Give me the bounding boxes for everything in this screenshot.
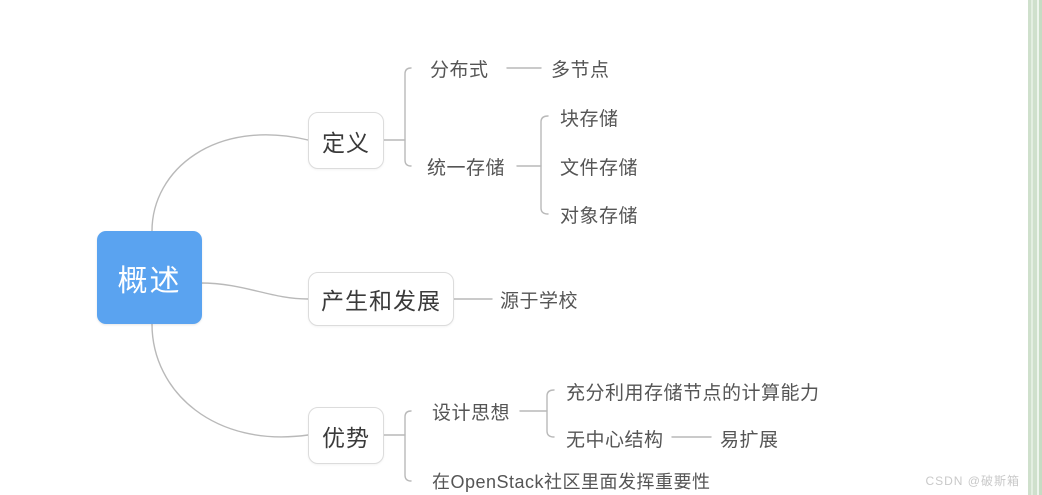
branch-node-origin-development[interactable]: 产生和发展 [308,272,454,326]
leaf-node-easy-scaling-label: 易扩展 [720,429,779,451]
bracket-sheji [546,389,555,438]
leaf-node-multi-node-label: 多节点 [551,59,610,81]
leaf-node-unified-storage[interactable]: 统一存储 [427,152,537,180]
leaf-node-decentralized-structure[interactable]: 无中心结构 [566,424,686,452]
leaf-node-distributed[interactable]: 分布式 [430,54,520,82]
leaf-node-openstack-importance[interactable]: 在OpenStack社区里面发挥重要性 [432,467,732,495]
bracket-dingyi [404,67,412,167]
leaf-node-object-storage-label: 对象存储 [560,205,639,227]
csdn-watermark: CSDN @破斯箱 [925,474,1020,488]
leaf-node-from-school[interactable]: 源于学校 [500,285,620,313]
bracket-tongyi [540,115,549,215]
leaf-node-compute-capability-label: 充分利用存储节点的计算能力 [566,382,820,404]
branch-node-definition[interactable]: 定义 [308,112,384,169]
branch-node-origin-development-label: 产生和发展 [321,288,441,314]
root-node-label: 概述 [117,264,182,298]
leaf-node-block-storage[interactable]: 块存储 [560,103,690,131]
leaf-node-design-philosophy-label: 设计思想 [432,402,511,424]
link-root-to-youshi [151,323,309,438]
root-node-overview[interactable]: 概述 [97,231,202,324]
leaf-node-object-storage[interactable]: 对象存储 [560,200,690,228]
leaf-node-multi-node[interactable]: 多节点 [551,54,661,82]
leaf-node-openstack-importance-label: 在OpenStack社区里面发挥重要性 [432,472,711,492]
leaf-node-decentralized-structure-label: 无中心结构 [566,429,664,451]
branch-node-definition-label: 定义 [322,129,370,156]
bracket-youshi [404,410,412,482]
leaf-node-unified-storage-label: 统一存储 [427,157,506,179]
leaf-node-distributed-label: 分布式 [430,59,489,81]
leaf-node-block-storage-label: 块存储 [560,108,619,130]
link-root-to-dingyi [151,134,309,232]
leaf-node-file-storage[interactable]: 文件存储 [560,152,690,180]
leaf-node-from-school-label: 源于学校 [500,290,579,312]
leaf-node-easy-scaling[interactable]: 易扩展 [720,424,830,452]
branch-node-advantages[interactable]: 优势 [308,407,384,464]
branch-node-advantages-label: 优势 [322,424,370,451]
leaf-node-compute-capability[interactable]: 充分利用存储节点的计算能力 [566,377,819,405]
leaf-node-file-storage-label: 文件存储 [560,157,639,179]
right-edge-stripe [1024,0,1042,495]
leaf-node-design-philosophy[interactable]: 设计思想 [432,397,532,425]
link-root-to-chansheng [199,282,309,300]
